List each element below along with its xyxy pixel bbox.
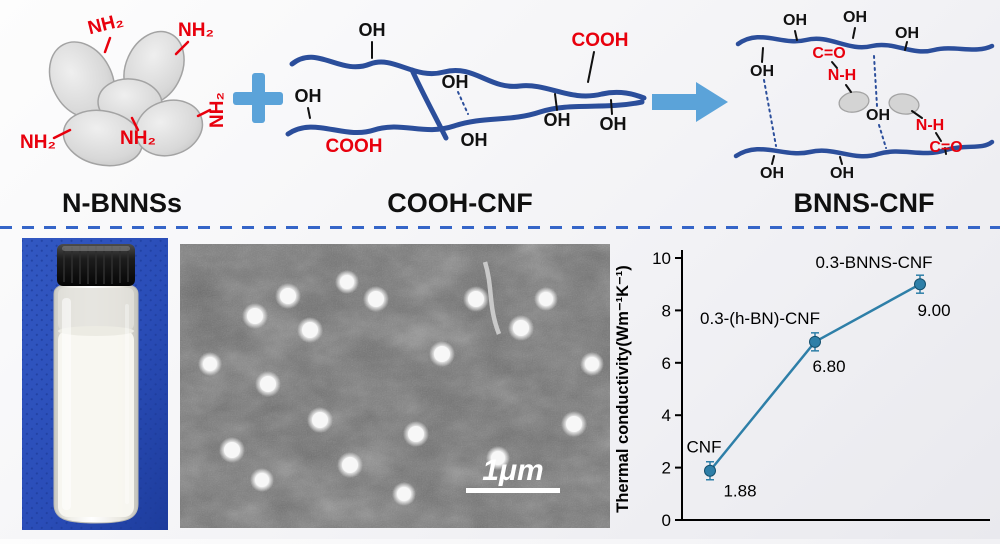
svg-text:6.80: 6.80 [812,357,845,376]
cnf-chain [289,54,647,101]
cap-ridges [63,246,129,284]
cnf-chain [409,67,449,141]
bnns-particles [198,270,604,506]
cnf-chains [733,34,995,159]
oh-label: OH [783,12,807,29]
cnf-chain [735,34,995,54]
oh-label: OH [750,63,774,80]
svg-text:8: 8 [662,301,671,320]
hydroxyl-bonds [307,41,613,119]
oh-label: OH [442,72,469,92]
sem-image: 1μm [180,244,610,528]
amide-co-label: C=O [929,139,962,156]
svg-text:Thermal conductivity(Wm⁻¹K⁻¹): Thermal conductivity(Wm⁻¹K⁻¹) [614,265,632,513]
nh2-label: NH₂ [207,92,228,128]
cooh-cnf-title: COOH-CNF [387,188,532,218]
bottle-highlight [62,298,71,510]
hydroxyl-bonds [761,27,947,165]
oh-label: OH [760,165,784,182]
svg-text:4: 4 [662,406,671,425]
nh2-label: NH₂ [120,128,156,149]
svg-text:CNF: CNF [687,438,722,457]
svg-text:10: 10 [652,249,671,268]
amine-bonds [52,36,212,140]
milk-surface [58,326,134,336]
cnf-chains [285,54,647,141]
amide-nh-label: N-H [828,67,856,84]
cnf-chain [733,139,995,159]
hydrogen-bonds [763,55,887,149]
svg-text:0.3-BNNS-CNF: 0.3-BNNS-CNF [815,253,932,272]
bottle-milk [58,330,134,517]
cnf-fibril-streak [482,261,502,335]
oh-label: OH [461,130,488,150]
svg-text:1.88: 1.88 [723,482,756,501]
hydrogen-bond [457,91,469,115]
cnf-chain [285,99,645,137]
bnns-sheets [48,30,204,167]
bnns-sheet [838,91,870,113]
nh2-label: NH₂ [20,132,56,153]
svg-text:6: 6 [662,354,671,373]
bottle-highlight [125,304,129,504]
bnns-cnf-diagram: OH OH OH OH OH OH OH C=O N-H N-H C=O BNN… [733,9,995,218]
oh-label: OH [295,86,322,106]
svg-text:9.00: 9.00 [917,301,950,320]
nh2-label: NH₂ [86,10,126,39]
suspension-photo [22,238,168,530]
svg-text:0.3-(h-BN)-CNF: 0.3-(h-BN)-CNF [700,309,820,328]
section-divider [0,226,1000,229]
n-bnnss-title: N-BNNSs [62,188,182,218]
cooh-label: COOH [326,136,383,157]
bnns-sheet [888,93,920,115]
oh-label: OH [895,25,919,42]
sem-grain [180,244,610,528]
scale-bar [466,488,560,493]
oh-label: OH [830,165,854,182]
bottle-headspace [58,288,134,330]
oh-label: OH [843,9,867,26]
cap-top-highlight [62,246,130,251]
amide-nh-label: N-H [916,117,944,134]
oh-label: OH [600,114,627,134]
oh-label: OH [359,20,386,40]
oh-label: OH [544,110,571,130]
arrow-right-icon [652,82,728,122]
plus-icon [233,73,283,123]
oh-label: OH [866,107,890,124]
bnns-sheet [134,99,204,157]
n-bnnss-diagram: NH₂ NH₂ NH₂ NH₂ NH₂ N-BNNSs [20,10,228,218]
scale-label: 1μm [482,454,543,487]
svg-text:2: 2 [662,459,671,478]
bnns-cnf-title: BNNS-CNF [794,188,935,218]
svg-text:0: 0 [662,511,671,530]
bnns-sheets [838,91,920,115]
cooh-cnf-diagram: OH OH OH OH OH OH COOH COOH COOH-CNF [285,20,647,218]
cooh-label: COOH [572,30,629,51]
nh2-label: NH₂ [178,20,214,41]
amide-co-label: C=O [812,45,845,62]
